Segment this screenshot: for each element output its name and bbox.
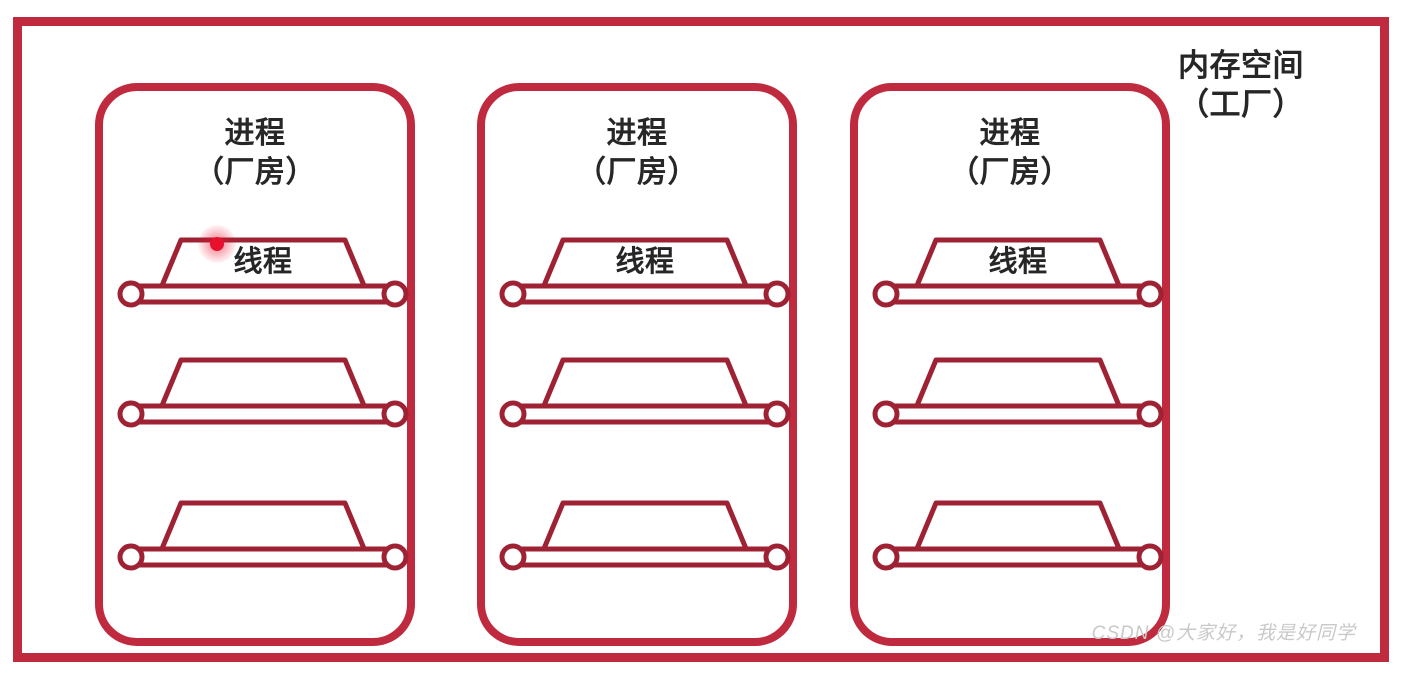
thread-belt-2-1[interactable]: 线程: [495, 228, 795, 310]
process-box-3[interactable]: 进程 （厂房） 线程: [850, 83, 1170, 646]
memory-space-frame: 内存空间 （工厂） 进程 （厂房） 线程: [13, 17, 1389, 662]
thread-belt-1-2[interactable]: [113, 348, 413, 430]
process-label-2: 进程 （厂房）: [576, 117, 698, 189]
thread-belt-1-1[interactable]: 线程: [113, 228, 413, 310]
process-box-2[interactable]: 进程 （厂房） 线程: [477, 83, 797, 646]
thread-belt-2-2[interactable]: [495, 348, 795, 430]
thread-belt-3-3[interactable]: [868, 491, 1168, 573]
memory-space-title: 内存空间 （工厂）: [1178, 48, 1304, 123]
thread-belt-3-1[interactable]: 线程: [868, 228, 1168, 310]
thread-belt-3-2[interactable]: [868, 348, 1168, 430]
thread-belt-2-3[interactable]: [495, 491, 795, 573]
process-label-1: 进程 （厂房）: [194, 117, 316, 189]
process-label-3: 进程 （厂房）: [949, 117, 1071, 189]
process-box-1[interactable]: 进程 （厂房） 线程: [95, 83, 415, 646]
thread-belt-1-3[interactable]: [113, 491, 413, 573]
